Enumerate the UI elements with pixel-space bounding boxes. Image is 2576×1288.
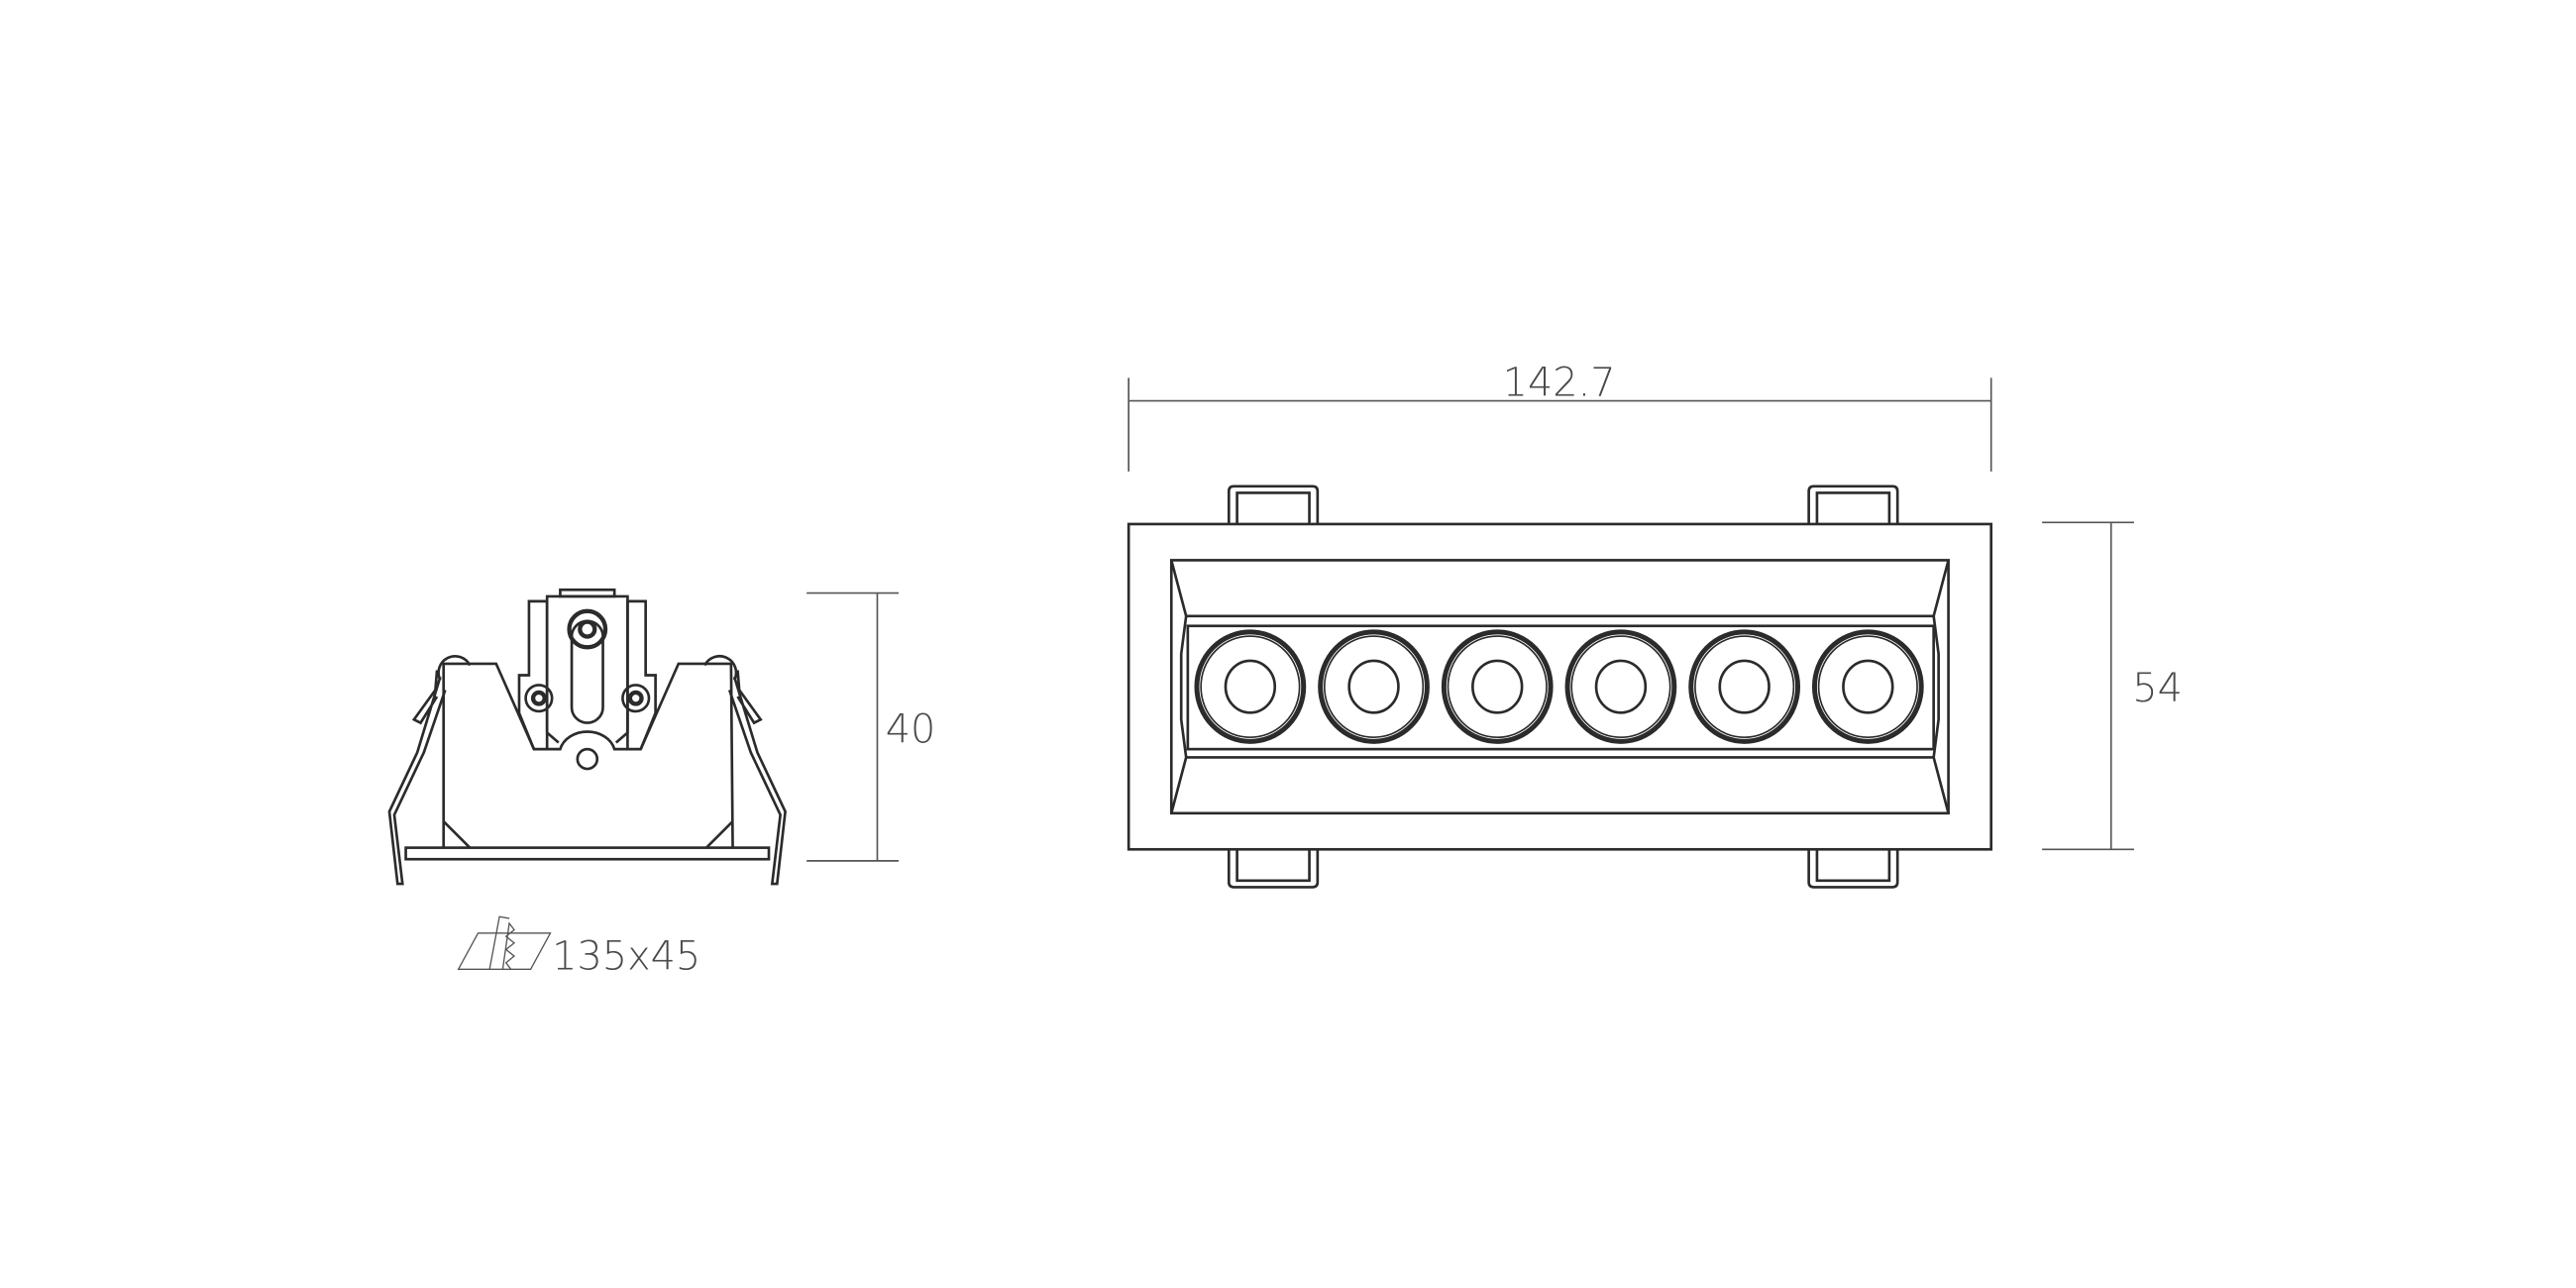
- led-lens: [1688, 629, 1801, 744]
- side-bracket-plate: [545, 594, 629, 744]
- led-lenses: [1194, 629, 1924, 744]
- front-led-strip: [1186, 624, 1935, 751]
- length-dimension: 142.7: [1127, 361, 1992, 472]
- side-corner-right: [705, 820, 734, 849]
- front-reflector-bevel: [1169, 560, 1950, 814]
- cutout-icon: [457, 915, 552, 970]
- mounting-clips: [1227, 484, 1899, 889]
- spring-clip-right: [703, 655, 787, 886]
- led-lens: [1194, 629, 1307, 744]
- side-pivot-hole: [576, 747, 599, 771]
- cutout-annotation: 135x45: [457, 915, 700, 979]
- side-body: [442, 662, 734, 848]
- front-view: [1127, 484, 1993, 889]
- front-inner-frame: [1169, 559, 1950, 815]
- height-dimension-label: 40: [886, 706, 936, 752]
- side-screw-right-inner: [627, 690, 644, 706]
- width-dimension: 54: [2042, 521, 2183, 851]
- side-corner-left: [442, 820, 472, 849]
- side-screw-right: [621, 684, 651, 713]
- side-bracket-cap: [559, 588, 616, 598]
- cutout-dimension-label: 135x45: [552, 933, 700, 979]
- width-dimension-label: 54: [2132, 666, 2183, 711]
- side-screw-left: [524, 684, 554, 713]
- length-dimension-label: 142.7: [1503, 361, 1616, 406]
- side-screw-left-inner: [530, 690, 547, 706]
- led-lens: [1564, 629, 1677, 744]
- spring-clip-left: [387, 655, 472, 886]
- front-outer-trim: [1127, 522, 1993, 851]
- side-screw-top: [567, 608, 608, 650]
- side-screw-top-inner: [578, 619, 597, 639]
- led-lens: [1441, 629, 1554, 744]
- side-view: [387, 588, 787, 886]
- side-base-plate: [404, 846, 771, 861]
- led-lens: [1318, 629, 1430, 744]
- height-dimension: 40: [806, 591, 936, 862]
- led-lens: [1811, 629, 1924, 744]
